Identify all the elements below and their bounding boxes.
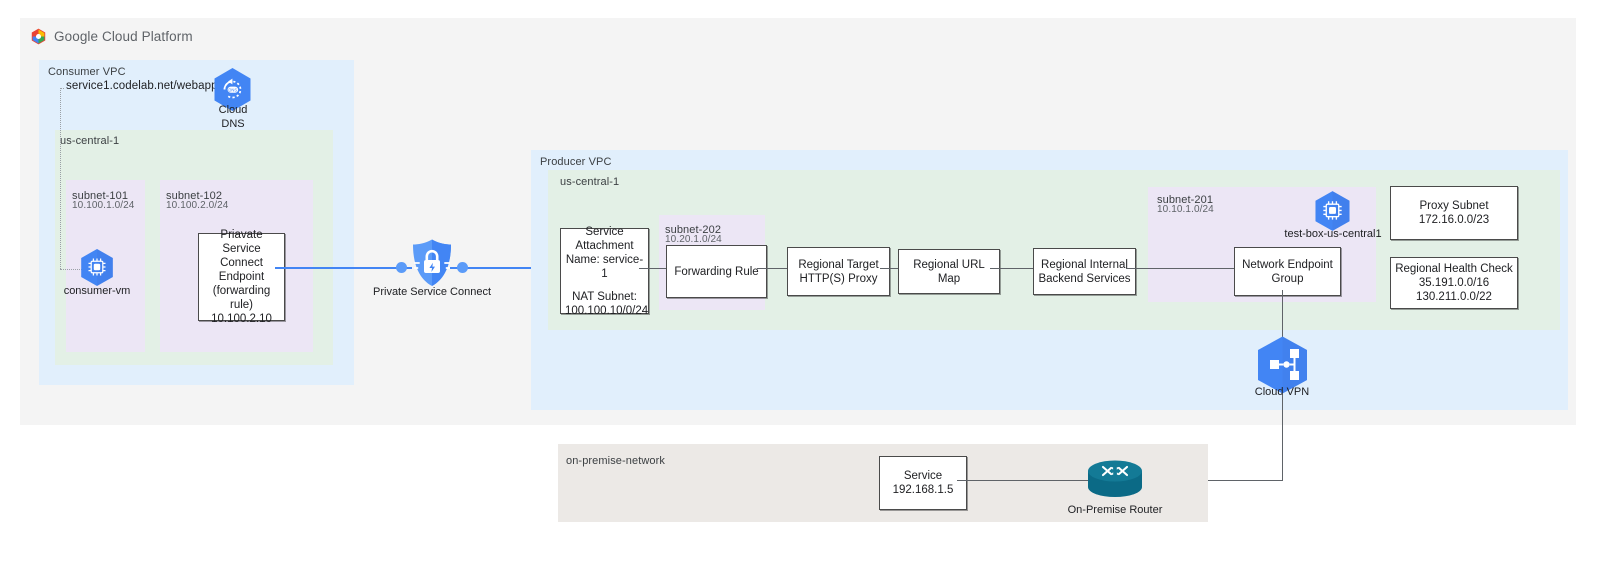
neg-line1: Network Endpoint bbox=[1242, 258, 1333, 271]
psc-link-right bbox=[450, 267, 560, 269]
dns-route-dotted-vertical bbox=[60, 88, 61, 269]
on-premise-router-label: On-Premise Router bbox=[1067, 504, 1163, 516]
neg-line2: Group bbox=[1271, 272, 1304, 285]
regional-url-map-box: Regional URL Map bbox=[898, 249, 1000, 294]
regional-target-proxy-box: Regional Target HTTP(S) Proxy bbox=[787, 247, 890, 296]
subnet-101-name: subnet-101 bbox=[72, 190, 129, 202]
psc-endpoint-box: Priavate Service Connect Endpoint (forwa… bbox=[198, 229, 285, 325]
onprem-service-line2: 192.168.1.5 bbox=[892, 484, 954, 496]
link-vpn-to-onprem-horizontal bbox=[1143, 480, 1283, 482]
subnet-202-name: subnet-202 bbox=[665, 224, 722, 236]
target-proxy-line2: HTTP(S) Proxy bbox=[799, 272, 878, 285]
proxy-subnet-box: Proxy Subnet 172.16.0.0/23 bbox=[1390, 186, 1518, 240]
svg-text:DNS: DNS bbox=[228, 87, 237, 92]
proxy-subnet-line2: 172.16.0.0/23 bbox=[1418, 214, 1490, 226]
psc-link-left bbox=[275, 267, 412, 269]
forwarding-rule-label: Forwarding Rule bbox=[674, 265, 759, 278]
consumer-vpc-label: Consumer VPC bbox=[48, 66, 126, 78]
subnet-102-name: subnet-102 bbox=[166, 190, 223, 202]
test-box-vm-icon bbox=[1314, 190, 1351, 237]
psc-link-node-left bbox=[396, 262, 407, 273]
regional-backend-services-box: Regional Internal Backend Services bbox=[1033, 248, 1136, 295]
cloud-vpn-label: Cloud VPN bbox=[1254, 386, 1310, 398]
service-attachment-line1: Service bbox=[585, 225, 624, 238]
dns-record-label: service1.codelab.net/webapp bbox=[64, 80, 220, 92]
service-attachment-line3: Name: service-1 bbox=[565, 253, 644, 280]
subnet-201-cidr: 10.10.1.0/24 bbox=[1157, 204, 1214, 215]
health-check-line2: 35.191.0.0/16 bbox=[1418, 277, 1490, 289]
link-attachment-to-forwarding-rule bbox=[639, 268, 667, 270]
psc-endpoint-line1: Priavate Service bbox=[220, 229, 263, 255]
psc-endpoint-line4: 10.100.2.10 bbox=[211, 313, 272, 325]
link-backend-to-neg bbox=[1126, 268, 1235, 270]
subnet-202-cidr: 10.20.1.0/24 bbox=[665, 234, 722, 245]
on-premise-router-icon bbox=[1086, 459, 1144, 506]
on-premise-service-box: Service 192.168.1.5 bbox=[879, 456, 967, 510]
consumer-vm-icon bbox=[80, 248, 114, 292]
producer-region-label: us-central-1 bbox=[560, 176, 620, 188]
network-endpoint-group-box: Network Endpoint Group bbox=[1234, 247, 1341, 296]
private-service-connect-shield-icon bbox=[410, 238, 454, 293]
dns-route-dotted-to-vm bbox=[60, 269, 82, 270]
target-proxy-line1: Regional Target bbox=[798, 258, 879, 271]
consumer-vm-label: consumer-vm bbox=[63, 285, 131, 297]
gcp-header: Google Cloud Platform bbox=[30, 28, 193, 45]
onprem-service-line1: Service bbox=[903, 470, 943, 482]
service-attachment-line4: NAT Subnet: bbox=[572, 290, 637, 303]
subnet-102-cidr: 10.100.2.0/24 bbox=[166, 200, 229, 211]
forwarding-rule-box: Forwarding Rule bbox=[666, 245, 767, 298]
on-premise-network-label: on-premise-network bbox=[566, 455, 666, 467]
service-attachment-box: Service Attachment Name: service-1 NAT S… bbox=[560, 225, 649, 317]
link-proxy-to-url-map bbox=[880, 268, 899, 270]
link-neg-to-cloud-vpn bbox=[1282, 290, 1284, 337]
subnet-101-cidr: 10.100.1.0/24 bbox=[72, 200, 135, 211]
link-forwarding-rule-to-proxy bbox=[757, 268, 787, 270]
cloud-dns-label: Cloud DNS bbox=[218, 104, 248, 130]
regional-health-check-box: Regional Health Check 35.191.0.0/16 130.… bbox=[1390, 257, 1518, 309]
backend-line2: Backend Services bbox=[1038, 272, 1131, 285]
subnet-201-name: subnet-201 bbox=[1157, 194, 1214, 206]
health-check-line1: Regional Health Check bbox=[1395, 263, 1513, 275]
private-service-connect-label: Private Service Connect bbox=[373, 286, 491, 298]
service-attachment-line2: Attachment bbox=[575, 239, 634, 252]
psc-link-node-right bbox=[457, 262, 468, 273]
gcp-wordmark: Google Cloud Platform bbox=[54, 29, 193, 44]
producer-vpc-label: Producer VPC bbox=[540, 156, 612, 168]
health-check-line3: 130.211.0.0/22 bbox=[1416, 291, 1492, 303]
google-cloud-logo-icon bbox=[30, 28, 47, 45]
link-url-map-to-backend bbox=[990, 268, 1034, 270]
cloud-dns-icon: DNS bbox=[213, 67, 252, 117]
psc-endpoint-line2: Connect Endpoint bbox=[218, 257, 265, 283]
cloud-vpn-icon bbox=[1255, 335, 1310, 400]
proxy-subnet-line1: Proxy Subnet bbox=[1419, 200, 1489, 212]
url-map-label: Regional URL Map bbox=[913, 258, 985, 285]
backend-line1: Regional Internal bbox=[1041, 258, 1128, 271]
consumer-region-label: us-central-1 bbox=[60, 135, 120, 147]
service-attachment-line5: 100.100.10/0/24 bbox=[565, 304, 649, 317]
psc-endpoint-line3: (forwarding rule) bbox=[212, 285, 271, 311]
test-box-vm-label: test-box-us-central1 bbox=[1284, 228, 1382, 240]
link-vpn-to-onprem-vertical bbox=[1282, 395, 1284, 481]
link-service-to-router bbox=[957, 480, 1090, 482]
